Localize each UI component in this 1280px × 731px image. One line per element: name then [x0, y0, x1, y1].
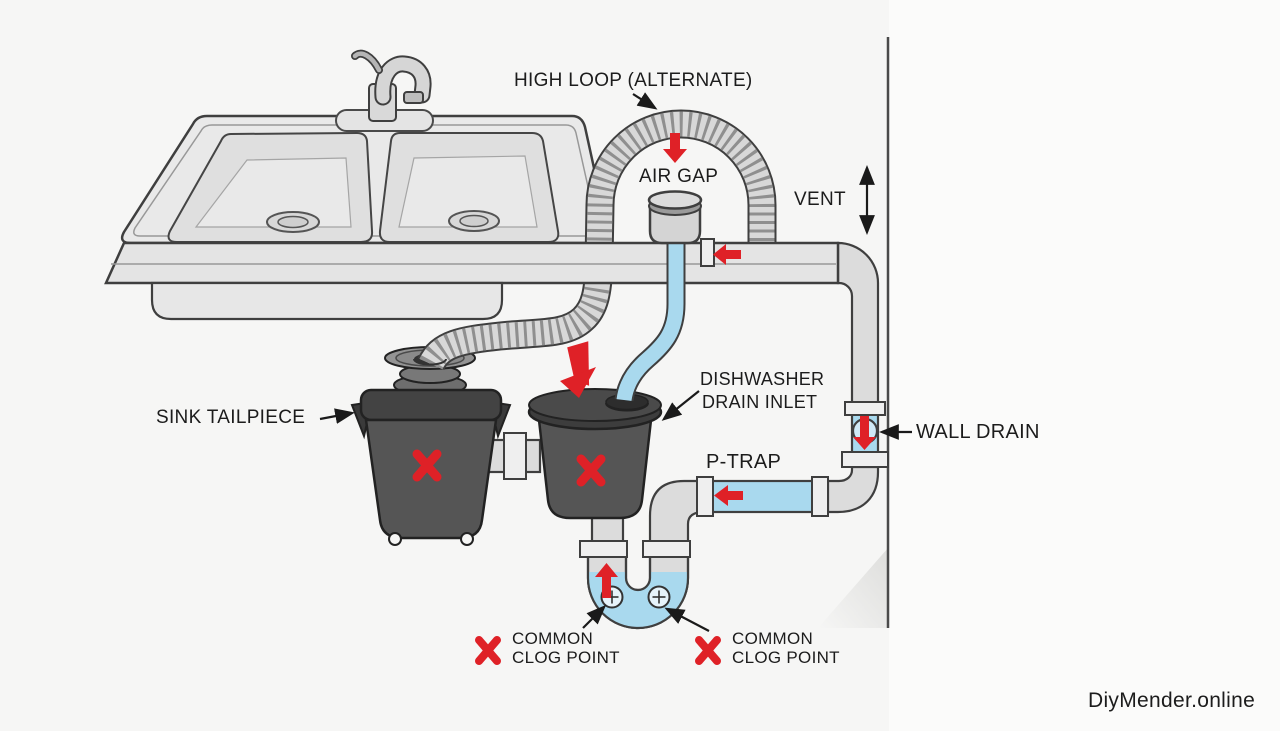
- disposal-foot-notch: [460, 532, 474, 546]
- pointer-arrow-sink-tailpiece: [319, 408, 355, 424]
- u-trap-outline: [586, 543, 690, 630]
- flow-arrow-left-icon: [714, 485, 743, 506]
- label-dishwasher-drain-inlet-line1: DISHWASHER: [700, 369, 825, 389]
- wall-right-side: [889, 0, 1280, 731]
- disposal-upper-housing: [359, 388, 503, 422]
- label-sink-tailpiece: SINK TAILPIECE: [156, 407, 306, 428]
- red-x-icon: [412, 449, 442, 482]
- flow-arrow-down-icon: [853, 416, 876, 450]
- pointer-arrow-high-loop: [632, 92, 658, 110]
- red-x-icon: [475, 636, 501, 665]
- faucet-nozzle: [403, 91, 424, 104]
- label-clog-right-line1: COMMON: [732, 629, 814, 648]
- faucet: [335, 49, 434, 132]
- wall-shadow: [818, 548, 888, 628]
- pointer-arrow-clog-right: [664, 607, 710, 632]
- flow-arrow-down-icon: [663, 133, 687, 163]
- label-dishwasher-drain-inlet-line2: DRAIN INLET: [702, 392, 818, 412]
- disposal-body: [364, 418, 498, 540]
- counter-fitting: [700, 238, 715, 267]
- air-gap-device: [647, 190, 715, 267]
- label-clog-left-line1: COMMON: [512, 629, 594, 648]
- red-x-icon: [695, 636, 721, 665]
- kitchen-sink: [120, 49, 610, 245]
- slip-nut: [503, 432, 527, 480]
- counter-front-band: [104, 241, 840, 285]
- watermark: DiyMender.online: [1088, 689, 1256, 712]
- connector-pipe: [486, 432, 542, 480]
- wall-drain-lower-elbow: [826, 465, 880, 514]
- flow-arrow-left-icon: [713, 244, 741, 265]
- tailpipe: [590, 514, 625, 545]
- slip-nut: [579, 540, 628, 558]
- disposal-foot-notch: [388, 532, 402, 546]
- wall-drain-assembly: [841, 401, 889, 468]
- label-air-gap: AIR GAP: [639, 166, 719, 187]
- label-wall-drain: WALL DRAIN: [916, 421, 1040, 443]
- high-loop-hose: [413, 109, 777, 372]
- label-high-loop: HIGH LOOP (ALTERNATE): [514, 70, 753, 91]
- pointer-arrow-clog-left: [582, 604, 607, 629]
- air-gap-cap: [647, 190, 703, 210]
- label-p-trap: P-TRAP: [706, 451, 782, 473]
- flow-arrow-diagonal-head-icon: [560, 367, 596, 398]
- hose-entry-rim: [413, 358, 447, 366]
- slip-nut: [696, 476, 714, 517]
- faucet-lever: [352, 51, 382, 73]
- label-clog-left-line2: CLOG POINT: [512, 648, 620, 667]
- cleanout-plug-icon: [647, 585, 671, 609]
- faucet-spout: [376, 57, 430, 104]
- label-clog-right-line2: CLOG POINT: [732, 648, 840, 667]
- red-x-icon: [576, 454, 606, 487]
- wall-pipe-elbow: [836, 241, 880, 406]
- slip-nut: [841, 451, 889, 468]
- slip-nut: [642, 540, 691, 558]
- dishwasher-hose: [605, 240, 686, 412]
- under-sink-basin: [150, 281, 504, 321]
- slip-nut: [811, 476, 829, 517]
- inlet-hole-rim: [605, 402, 649, 412]
- flow-arrow-up-icon: [595, 563, 618, 598]
- pointer-arrow-dishwasher-inlet: [661, 390, 700, 421]
- countertop: [104, 241, 840, 321]
- label-vent: VENT: [794, 189, 846, 210]
- slip-nut: [844, 401, 886, 416]
